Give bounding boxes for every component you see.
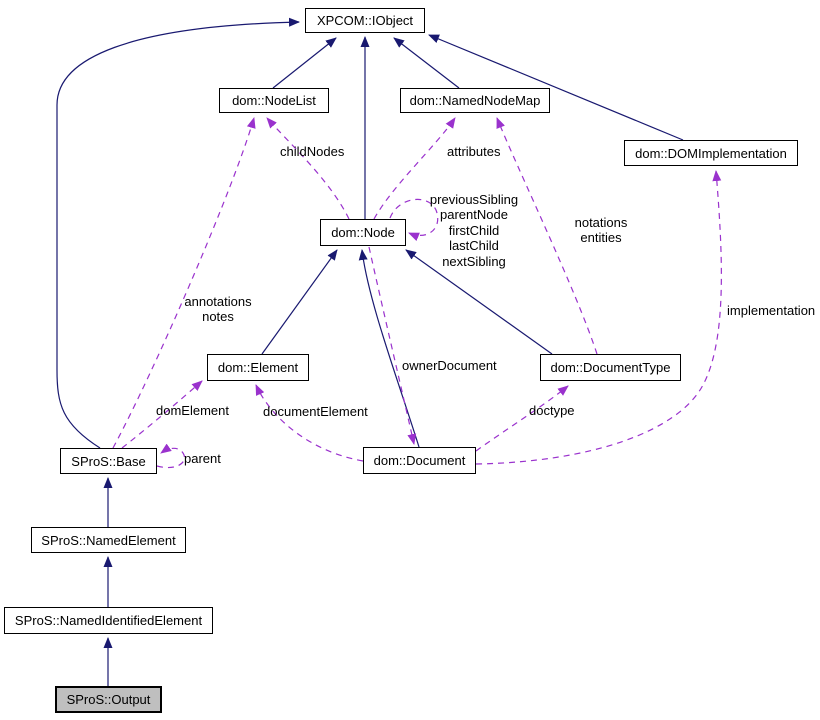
edge-base-to-iobject xyxy=(56,17,300,449)
edge-namednodemap-to-iobject xyxy=(393,37,460,89)
edge-label-notations-entities: notations entities xyxy=(574,215,628,246)
edge-label-childnodes: childNodes xyxy=(280,144,345,159)
edge-node-to-document-ownerdocument xyxy=(368,246,417,445)
node-xpcom-iobject[interactable]: XPCOM::IObject xyxy=(305,8,425,33)
edge-domimplementation-to-iobject xyxy=(428,34,684,141)
node-spros-base[interactable]: SProS::Base xyxy=(60,448,157,474)
edge-documenttype-to-node xyxy=(405,249,553,355)
node-spros-namedidentifiedelement[interactable]: SProS::NamedIdentifiedElement xyxy=(4,607,213,634)
edge-documenttype-to-namednodemap-notations xyxy=(496,117,598,355)
edge-label-ownerdocument: ownerDocument xyxy=(402,358,497,373)
edge-base-self-loop-parent xyxy=(156,443,186,469)
edge-label-parent: parent xyxy=(184,451,221,466)
edge-document-to-domimplementation-implementation xyxy=(475,170,722,465)
edge-node-to-namednodemap-attributes xyxy=(373,117,456,220)
edge-label-node-self-fields: previousSibling parentNode firstChild la… xyxy=(429,192,519,269)
edge-base-to-element-domelement xyxy=(121,380,203,449)
edge-document-to-documenttype-doctype xyxy=(475,385,569,452)
edge-nodelist-to-iobject xyxy=(272,37,337,89)
edge-label-documentelement: documentElement xyxy=(263,404,368,419)
node-spros-output: SProS::Output xyxy=(55,686,162,713)
edge-label-doctype: doctype xyxy=(529,403,575,418)
edge-node-to-nodelist-childnodes xyxy=(266,117,350,220)
edge-label-attributes: attributes xyxy=(447,144,501,159)
edge-label-domelement: domElement xyxy=(156,403,229,418)
node-dom-document[interactable]: dom::Document xyxy=(363,447,476,474)
node-dom-node[interactable]: dom::Node xyxy=(320,219,406,246)
edge-document-to-node xyxy=(358,249,420,448)
node-dom-documenttype[interactable]: dom::DocumentType xyxy=(540,354,681,381)
node-dom-namednodemap[interactable]: dom::NamedNodeMap xyxy=(400,88,550,113)
edge-node-self-loop xyxy=(389,198,439,242)
edge-document-to-element-documentelement xyxy=(255,384,364,462)
node-dom-domimplementation[interactable]: dom::DOMImplementation xyxy=(624,140,798,166)
edge-label-annotations-notes: annotations notes xyxy=(184,294,252,325)
node-spros-namedelement[interactable]: SProS::NamedElement xyxy=(31,527,186,553)
node-dom-element[interactable]: dom::Element xyxy=(207,354,309,381)
node-dom-nodelist[interactable]: dom::NodeList xyxy=(219,88,329,113)
edge-base-to-nodelist-annotations xyxy=(112,117,256,449)
edge-label-implementation: implementation xyxy=(727,303,816,318)
edge-element-to-node xyxy=(261,249,338,355)
